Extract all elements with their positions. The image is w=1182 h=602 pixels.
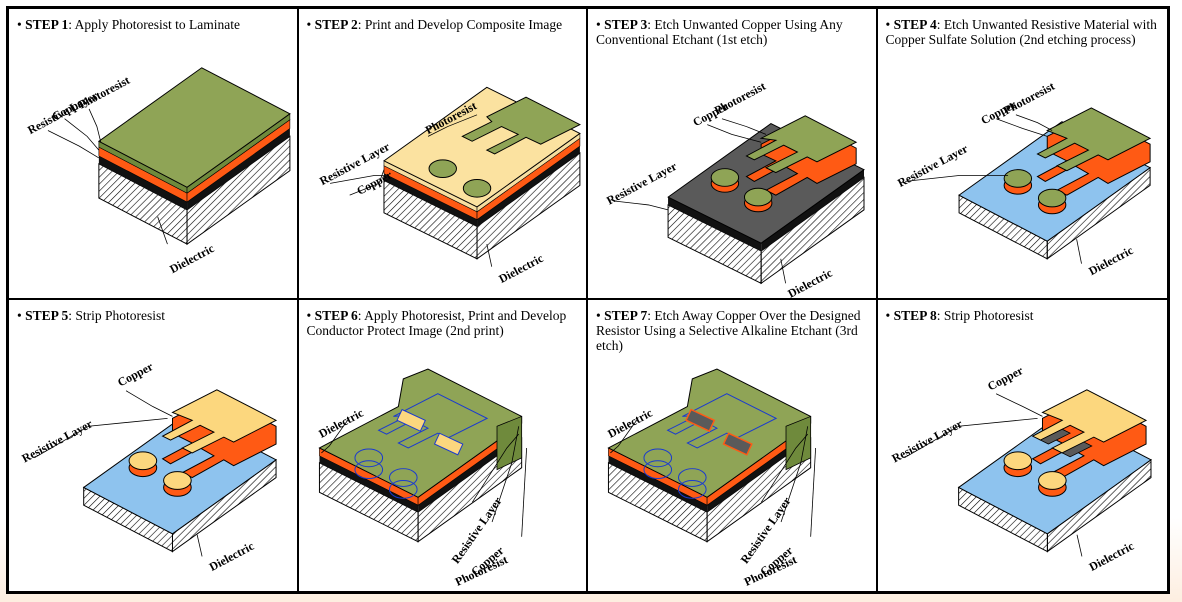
step-6-caption: • STEP 6: Apply Photoresist, Print and D… bbox=[306, 308, 567, 338]
resistive-layer-left bbox=[98, 155, 188, 210]
buried-pattern-outline bbox=[643, 393, 778, 499]
step-3-diagram: Copper Photoresist Resistive Layer Diele… bbox=[605, 80, 865, 298]
dielectric-label: Dielectric bbox=[786, 267, 835, 298]
buried-pattern-outline bbox=[353, 393, 488, 499]
resistive-layer-label: Resistive Layer bbox=[889, 416, 964, 465]
step-7-panel: • STEP 7: Etch Away Copper Over the Desi… bbox=[588, 300, 878, 591]
step-4-panel: • STEP 4: Etch Unwanted Resistive Materi… bbox=[877, 9, 1167, 300]
resistive-layer-label: Resistive Layer bbox=[895, 142, 969, 190]
dielectric-label: Dielectric bbox=[207, 539, 256, 574]
photoresist-label: Photoresist bbox=[77, 74, 133, 112]
step-6-diagram: Dielectric Resistive Layer Copper Photor… bbox=[316, 368, 527, 589]
exposed-resistor-2 bbox=[1060, 441, 1093, 458]
step-8-text: Strip Photoresist bbox=[943, 308, 1034, 323]
step-5-text: Strip Photoresist bbox=[75, 308, 166, 323]
step-7-text: Etch Away Copper Over the Designed Resis… bbox=[596, 308, 861, 353]
step-5-caption: • STEP 5: Strip Photoresist bbox=[17, 308, 166, 323]
photoresist-top bbox=[97, 67, 291, 188]
step-5-number: STEP 5 bbox=[25, 308, 69, 323]
t-pattern bbox=[1035, 107, 1151, 172]
step-1-text: Apply Photoresist to Laminate bbox=[74, 17, 241, 32]
dielectric-label: Dielectric bbox=[496, 252, 545, 286]
step-8-caption: • STEP 8: Strip Photoresist bbox=[885, 308, 1034, 323]
step-4-diagram: Copper Photoresist Resistive Layer Diele… bbox=[895, 80, 1151, 278]
step-2-text: Print and Develop Composite Image bbox=[364, 17, 563, 32]
step-6-number: STEP 6 bbox=[314, 308, 358, 323]
step-3-panel: • STEP 3: Etch Unwanted Copper Using Any… bbox=[588, 9, 878, 300]
resistive-layer-label: Resistive Layer bbox=[605, 160, 679, 208]
resistive-layer-right bbox=[187, 128, 290, 210]
step-4-number: STEP 4 bbox=[893, 17, 937, 32]
step-8-diagram: Copper Resistive Layer Dielectric bbox=[889, 363, 1152, 574]
t-pattern bbox=[745, 115, 858, 174]
step-7-diagram: Dielectric Resistive Layer Copper Photor… bbox=[605, 368, 816, 589]
step-3-text: Etch Unwanted Copper Using Any Conventio… bbox=[596, 17, 843, 47]
copper-t-pattern bbox=[161, 389, 278, 454]
step-2-diagram: Photoresist Resistive Layer Copper Diele… bbox=[317, 86, 581, 286]
step-7-caption: • STEP 7: Etch Away Copper Over the Desi… bbox=[596, 308, 861, 353]
step-5-panel: • STEP 5: Strip Photoresist Copper Resis… bbox=[9, 300, 299, 591]
step-2-caption: • STEP 2: Print and Develop Composite Im… bbox=[306, 17, 563, 32]
step-7-number: STEP 7 bbox=[604, 308, 648, 323]
photoresist-cover bbox=[317, 368, 522, 498]
step-1-panel: • STEP 1: Apply Photoresist to Laminate bbox=[9, 9, 299, 300]
step-2-panel: • STEP 2: Print and Develop Composite Im… bbox=[298, 9, 588, 300]
dielectric-label: Dielectric bbox=[1086, 244, 1135, 278]
copper-label: Copper bbox=[985, 363, 1025, 393]
step-1-caption: • STEP 1: Apply Photoresist to Laminate bbox=[17, 17, 241, 32]
step-3-caption: • STEP 3: Etch Unwanted Copper Using Any… bbox=[596, 17, 843, 47]
t-pattern bbox=[460, 96, 581, 155]
exposed-resistor-1 bbox=[1039, 428, 1071, 445]
step-5-diagram: Copper Resistive Layer Dielectric bbox=[19, 359, 278, 574]
dielectric-label: Dielectric bbox=[1086, 539, 1135, 574]
step-6-text: Apply Photoresist, Print and Develop Con… bbox=[306, 308, 567, 338]
etched-resistor-window bbox=[685, 408, 716, 433]
step-2-number: STEP 2 bbox=[314, 17, 358, 32]
dielectric-label: Dielectric bbox=[168, 242, 217, 276]
step-4-text: Etch Unwanted Resistive Material with Co… bbox=[885, 17, 1157, 47]
copper-label: Copper bbox=[115, 359, 155, 389]
step-6-panel: • STEP 6: Apply Photoresist, Print and D… bbox=[299, 300, 588, 591]
step-8-panel: • STEP 8: Strip Photoresist Copper Resis… bbox=[878, 300, 1168, 591]
step-3-number: STEP 3 bbox=[604, 17, 648, 32]
step-1-diagram: Resistive Layer Copper Photoresist Diele… bbox=[26, 67, 291, 276]
copper-t-pattern bbox=[1031, 389, 1147, 454]
process-steps-grid: • STEP 1: Apply Photoresist to Laminate bbox=[6, 6, 1170, 594]
step-8-number: STEP 8 bbox=[893, 308, 937, 323]
photoresist-label: Photoresist bbox=[712, 80, 768, 118]
step-1-number: STEP 1 bbox=[25, 17, 69, 32]
step-4-caption: • STEP 4: Etch Unwanted Resistive Materi… bbox=[885, 17, 1157, 47]
resistive-layer-label: Resistive Layer bbox=[19, 416, 94, 465]
